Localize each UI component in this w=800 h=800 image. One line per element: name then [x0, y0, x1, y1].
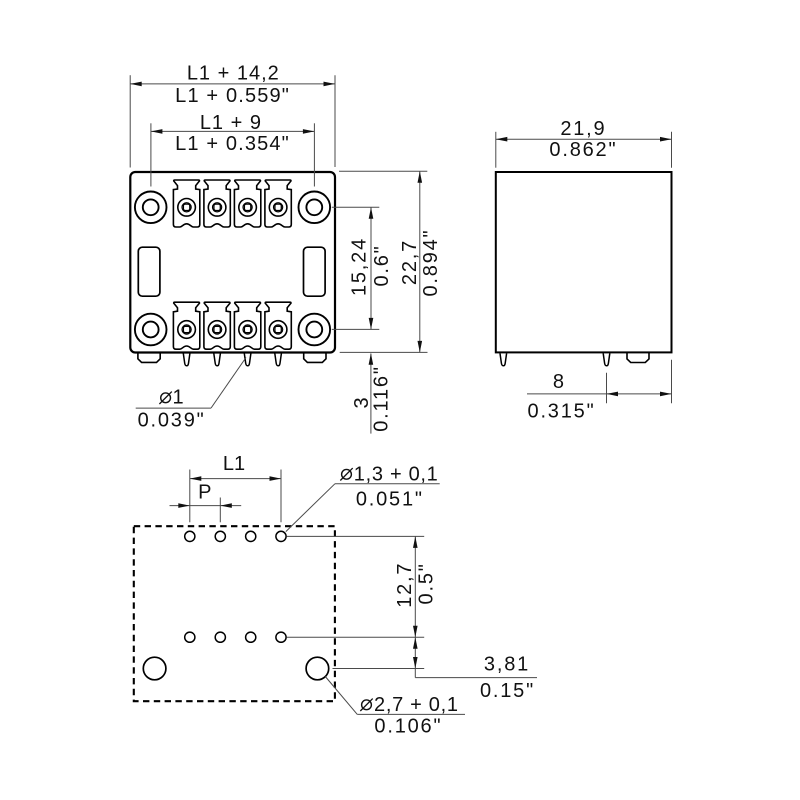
svg-text:0.15": 0.15" [480, 680, 535, 702]
svg-text:1: 1 [173, 387, 186, 409]
svg-text:L1 + 14,2: L1 + 14,2 [187, 62, 280, 84]
svg-text:L1 + 9: L1 + 9 [200, 112, 262, 134]
svg-text:L1: L1 [223, 453, 245, 475]
svg-text:3: 3 [351, 396, 373, 409]
svg-text:15,24: 15,24 [348, 237, 370, 296]
svg-text:0.6": 0.6" [371, 244, 393, 286]
svg-text:3,81: 3,81 [484, 654, 530, 676]
svg-text:P: P [198, 481, 211, 503]
svg-text:0.039": 0.039" [138, 409, 206, 431]
svg-text:0.106": 0.106" [374, 716, 442, 738]
svg-text:8: 8 [553, 371, 564, 393]
svg-text:0.5": 0.5" [416, 562, 438, 604]
svg-text:L1 + 0.354": L1 + 0.354" [175, 133, 290, 155]
svg-text:0.315": 0.315" [528, 401, 596, 423]
svg-text:L1 + 0.559": L1 + 0.559" [175, 85, 290, 107]
svg-text:1,3 + 0,1: 1,3 + 0,1 [354, 463, 439, 485]
svg-text:12,7: 12,7 [394, 562, 416, 608]
svg-text:0.894": 0.894" [420, 229, 442, 297]
svg-text:22,7: 22,7 [399, 239, 421, 285]
svg-text:2,7 + 0,1: 2,7 + 0,1 [374, 694, 459, 716]
svg-text:0.051": 0.051" [356, 489, 424, 511]
svg-text:21,9: 21,9 [560, 118, 606, 140]
svg-text:0.116": 0.116" [370, 365, 392, 431]
svg-text:0.862": 0.862" [549, 139, 617, 161]
